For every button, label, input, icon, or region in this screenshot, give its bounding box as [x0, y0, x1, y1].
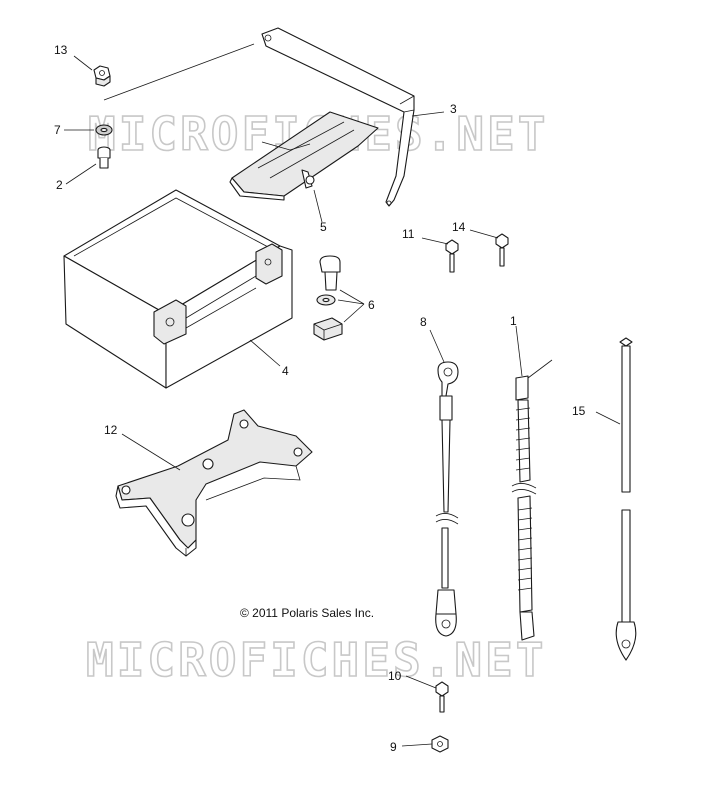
flange-bolt-10 — [435, 681, 449, 713]
battery — [63, 189, 293, 389]
battery-tray — [115, 409, 313, 557]
flange-nut-9 — [431, 735, 449, 753]
negative-cable — [435, 361, 459, 637]
terminal-hardware — [313, 255, 343, 341]
callout-8: 8 — [420, 315, 427, 329]
callouts: 13 7 2 3 5 4 6 12 11 14 8 1 15 10 9 — [54, 43, 586, 754]
callout-1: 1 — [510, 314, 517, 328]
retainer-bracket — [229, 111, 379, 201]
copyright-notice: © 2011 Polaris Sales Inc. — [240, 606, 374, 620]
vent-tube — [615, 337, 637, 661]
lock-washer — [95, 124, 113, 136]
callout-11: 11 — [402, 227, 415, 241]
hold-down-strap — [261, 27, 415, 207]
callout-3: 3 — [450, 102, 457, 116]
callout-14: 14 — [452, 220, 466, 234]
leader-lines — [64, 43, 621, 747]
callout-5: 5 — [320, 220, 327, 234]
callout-15: 15 — [572, 404, 586, 418]
callout-9: 9 — [390, 740, 397, 754]
hex-nut — [93, 65, 111, 87]
callout-6: 6 — [368, 298, 375, 312]
watermark-bottom: MICROFICHES.NET — [86, 633, 546, 687]
callout-10: 10 — [388, 669, 402, 683]
callout-2: 2 — [56, 178, 63, 192]
flange-bolt-11 — [445, 239, 459, 273]
positive-cable — [511, 375, 537, 641]
callout-7: 7 — [54, 123, 61, 137]
callout-12: 12 — [104, 423, 118, 437]
flange-bolt-14 — [495, 233, 509, 267]
battery-bolt — [97, 146, 111, 169]
callout-13: 13 — [54, 43, 68, 57]
callout-4: 4 — [282, 364, 289, 378]
